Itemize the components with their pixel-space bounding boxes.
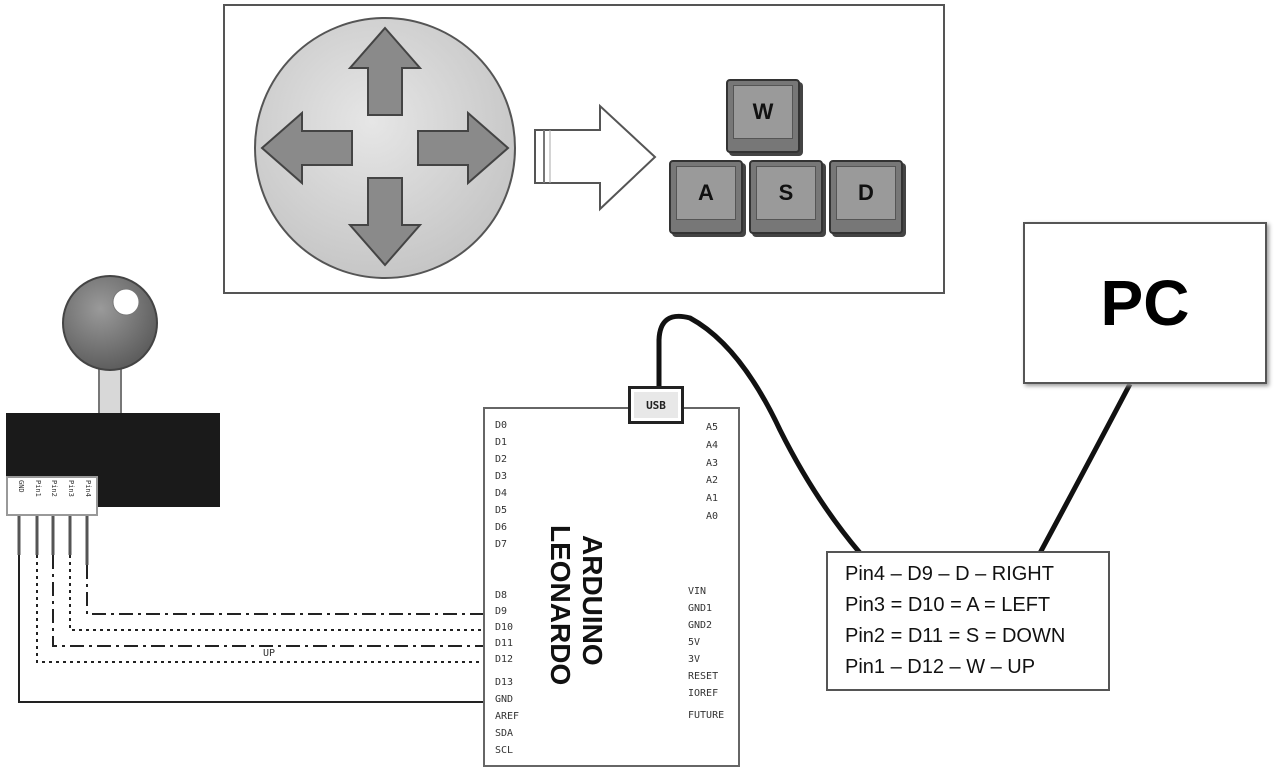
pin-label: D10 [495, 622, 514, 633]
arrow-down-icon [347, 177, 423, 267]
pin-label: D8 [495, 590, 508, 601]
legend-line: Pin3 = D10 = A = LEFT [845, 594, 1051, 616]
key-a-label: A [698, 180, 714, 205]
legend-line: Pin4 – D9 – D – RIGHT [845, 563, 1054, 585]
pin-label: D12 [495, 654, 514, 665]
usb-cable [656, 313, 862, 555]
pin-label: D5 [495, 505, 508, 516]
pin-label: 5V [688, 637, 701, 648]
key-a: A [669, 160, 743, 234]
pin-label: GND1 [688, 603, 713, 614]
key-s: S [749, 160, 823, 234]
board-title-line2: LEONARDO [545, 525, 576, 686]
arrow-right-icon [417, 110, 510, 186]
pc-cable [1037, 382, 1133, 555]
pin-label: GND2 [688, 620, 713, 631]
pin-label: 3V [688, 654, 701, 665]
joystick-pin-label: Pin4 [84, 480, 92, 497]
wire-pin1-d12 [36, 555, 490, 663]
wire-label: UP [263, 648, 276, 659]
pin-label: D1 [495, 437, 508, 448]
pin-label: D6 [495, 522, 508, 533]
wire-pin4-d9 [86, 565, 490, 615]
pin-label: D4 [495, 488, 508, 499]
pin-label: D9 [495, 606, 508, 617]
pin-label: VIN [688, 586, 707, 597]
board-title: ARDUINO LEONARDO [540, 525, 690, 705]
pin-label: A3 [706, 458, 719, 469]
arduino-board [483, 407, 740, 767]
key-w: W [726, 79, 800, 153]
joystick-pin-label: GND [17, 480, 25, 493]
pc-box [1023, 222, 1267, 384]
joystick-pin-label: Pin3 [67, 480, 75, 497]
pin-label: A0 [706, 511, 719, 522]
legend-line: Pin1 – D12 – W – UP [845, 656, 1036, 678]
usb-port: USB [628, 386, 684, 424]
pin-label: GND [495, 694, 514, 705]
arrow-left-icon [260, 110, 353, 186]
dpad-icon [254, 17, 516, 279]
pin-label: SCL [495, 745, 514, 756]
pin-label: IOREF [688, 688, 719, 699]
pin-label: FUTURE [688, 710, 725, 721]
pin-label: D2 [495, 454, 508, 465]
key-w-label: W [752, 99, 774, 124]
key-s-label: S [778, 180, 794, 205]
pin-label: A2 [706, 475, 719, 486]
pin-label: D0 [495, 420, 508, 431]
wire-gnd [18, 555, 490, 703]
key-d: D [829, 160, 903, 234]
pin-label: A1 [706, 493, 719, 504]
wire-pin3-d10 [69, 555, 490, 631]
pin-label: A5 [706, 422, 719, 433]
wires [18, 555, 490, 703]
pin-label: SDA [495, 728, 514, 739]
wire-pin2-d11 [52, 555, 490, 647]
key-d-label: D [858, 180, 874, 205]
pin-label: D13 [495, 677, 514, 688]
joystick-pins [17, 514, 89, 565]
pin-label: D11 [495, 638, 514, 649]
pin-label: D3 [495, 471, 508, 482]
transfer-arrow-icon [534, 103, 657, 212]
joystick-pin-label: Pin2 [50, 480, 58, 497]
joystick-pin-label: Pin1 [34, 480, 42, 497]
pin-label: RESET [688, 671, 719, 682]
pin-label: A4 [706, 440, 719, 451]
arrow-up-icon [347, 26, 423, 116]
board-title-line1: ARDUINO [577, 535, 608, 666]
pc-label: PC [1100, 267, 1190, 339]
pin-label: D7 [495, 539, 508, 550]
pin-label: AREF [495, 711, 520, 722]
usb-label: USB [646, 398, 666, 412]
legend-line: Pin2 = D11 = S = DOWN [845, 625, 1066, 647]
joystick-pin-header [6, 476, 98, 516]
joystick-icon [62, 275, 158, 421]
pin-mapping-legend [826, 551, 1110, 691]
